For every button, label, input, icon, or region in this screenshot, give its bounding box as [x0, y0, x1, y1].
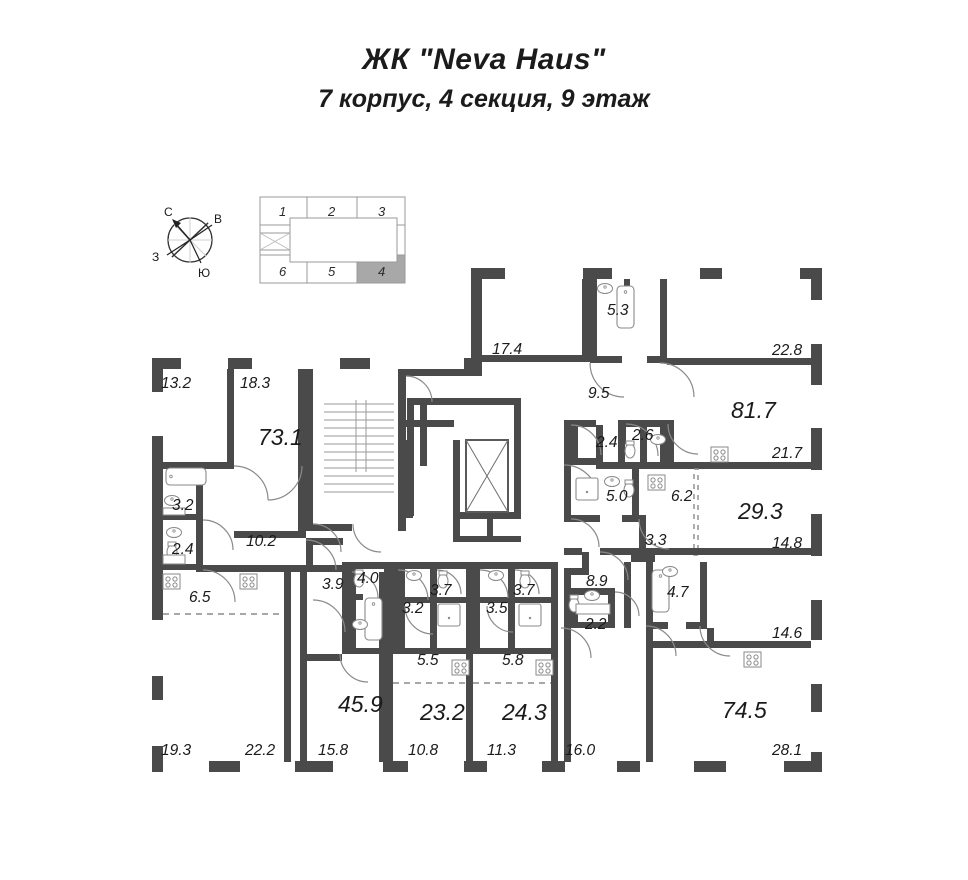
sink-icon: [604, 476, 620, 487]
stove-icon: [239, 573, 258, 590]
room-label-3-7-a: 3.7: [430, 582, 453, 599]
shower-tray-icon: [437, 603, 461, 627]
area-labels: 13.2 18.3 73.1 3.2 2.4 10.2 6.5 19.3 22.…: [161, 302, 804, 759]
stove-icon: [743, 651, 762, 668]
stove-icon: [451, 659, 470, 676]
room-label-4-7: 4.7: [667, 584, 690, 601]
room-label-2-2: 2.2: [584, 616, 607, 633]
room-label-28-1: 28.1: [771, 742, 802, 759]
room-label-6-2: 6.2: [671, 488, 693, 505]
room-label-2-4-mid: 2.4: [595, 434, 618, 451]
stove-icon: [535, 659, 554, 676]
room-label-16-0: 16.0: [565, 742, 596, 759]
compass-south-label: Ю: [198, 266, 210, 280]
apartment-total-74-5: 74.5: [722, 697, 767, 723]
section-key-diagram: [259, 196, 406, 284]
sink-icon: [584, 590, 600, 601]
compass-north-label: С: [164, 205, 173, 219]
room-label-5-8: 5.8: [502, 652, 524, 669]
room-label-3-7-b: 3.7: [513, 582, 536, 599]
room-label-4-0: 4.0: [357, 570, 379, 587]
room-label-22-8: 22.8: [771, 342, 803, 359]
room-label-5-3: 5.3: [607, 302, 629, 319]
room-label-6-5: 6.5: [189, 589, 211, 606]
room-label-22-2: 22.2: [244, 742, 276, 759]
room-label-10-2: 10.2: [246, 533, 277, 550]
room-label-11-3: 11.3: [487, 742, 516, 759]
sink-icon: [662, 566, 678, 577]
room-label-10-8: 10.8: [408, 742, 439, 759]
sink-icon: [488, 570, 504, 581]
legend-block: С В З Ю: [150, 185, 415, 295]
sink-icon: [597, 283, 613, 294]
section-cell-6-label: 6: [279, 264, 287, 279]
plan-fixtures: [162, 283, 762, 676]
building-subtitle: 7 корпус, 4 секция, 9 этаж: [318, 85, 650, 113]
complex-title: ЖК "Neva Haus": [362, 43, 606, 76]
room-label-15-8: 15.8: [318, 742, 349, 759]
room-label-14-6: 14.6: [772, 625, 803, 642]
apartment-total-23-2: 23.2: [419, 699, 465, 725]
compass-east-label: В: [214, 212, 222, 226]
apartment-total-29-3: 29.3: [737, 498, 783, 524]
room-label-9-5: 9.5: [588, 385, 610, 402]
bathtub-icon: [364, 597, 383, 641]
section-cell-4-label: 4: [378, 264, 385, 279]
room-label-3-2-mid: 3.2: [402, 600, 424, 617]
room-label-3-5: 3.5: [486, 600, 508, 617]
room-label-3-3: 3.3: [645, 532, 667, 549]
apartment-total-24-3: 24.3: [501, 699, 547, 725]
compass-west-label: З: [152, 250, 159, 264]
shower-tray-icon: [575, 477, 599, 501]
section-cell-5-label: 5: [328, 264, 336, 279]
room-label-19-3: 19.3: [161, 742, 192, 759]
stove-icon: [162, 573, 181, 590]
room-label-3-9: 3.9: [322, 576, 344, 593]
room-label-8-9: 8.9: [586, 573, 608, 590]
section-cell-1-label: 1: [279, 204, 286, 219]
room-label-2-4-left: 2.4: [171, 541, 194, 558]
room-label-14-8: 14.8: [772, 535, 803, 552]
page-title: ЖК "Neva Haus" 7 корпус, 4 секция, 9 эта…: [0, 40, 968, 118]
apartment-total-73-1: 73.1: [258, 424, 303, 450]
section-cell-3-label: 3: [378, 204, 386, 219]
room-label-18-3: 18.3: [240, 375, 271, 392]
apartment-total-45-9: 45.9: [338, 691, 383, 717]
sink-icon: [406, 570, 422, 581]
bathtub-icon: [165, 467, 207, 486]
stove-icon: [710, 446, 729, 463]
room-label-5-5: 5.5: [417, 652, 439, 669]
shower-tray-icon: [518, 603, 542, 627]
apartment-total-81-7: 81.7: [731, 397, 777, 423]
compass-rose: [166, 217, 213, 264]
door-swings: [202, 362, 731, 683]
room-label-2-6: 2.6: [631, 427, 654, 444]
room-label-21-7: 21.7: [771, 445, 804, 462]
room-label-3-2-left: 3.2: [172, 497, 194, 514]
room-label-13-2: 13.2: [161, 375, 192, 392]
room-label-5-0: 5.0: [606, 488, 628, 505]
room-label-17-4: 17.4: [492, 341, 523, 358]
plan-walls: [152, 268, 822, 772]
stove-icon: [647, 474, 666, 491]
sink-icon: [166, 527, 182, 538]
section-cell-2-label: 2: [327, 204, 336, 219]
sink-icon: [352, 619, 368, 630]
